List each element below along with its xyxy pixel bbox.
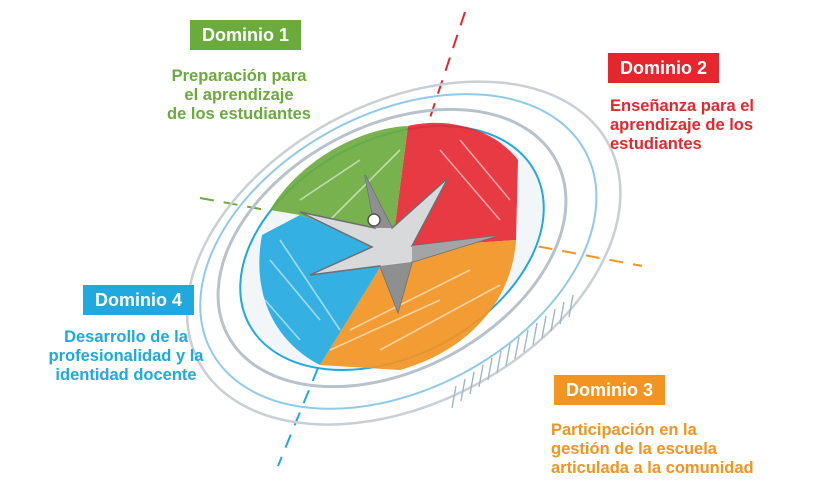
hatch-stroke-6 (379, 284, 501, 351)
compass-star-shade-north (365, 175, 392, 228)
rim-tick-3 (469, 371, 475, 395)
rim-tick-7 (505, 343, 511, 367)
rim-tick-6 (496, 350, 502, 374)
domain-3-badge: Dominio 3 (554, 375, 666, 405)
middle-ring (216, 107, 568, 389)
blue-dashed-axis (277, 367, 319, 467)
domain-3-line-3: articulada a la comunidad (551, 459, 754, 477)
hatch-stroke-1 (299, 159, 361, 201)
domain-1-description: Preparación para el aprendizaje de los e… (132, 67, 346, 124)
rim-tick-13 (559, 301, 565, 325)
domain-3-line-1: Participación en la (551, 421, 697, 439)
domain-4-line-2: profesionalidad y la (48, 347, 204, 365)
domain-4-badge: Dominio 4 (83, 285, 195, 315)
hatch-stroke-10 (264, 299, 301, 341)
hatch-stroke-4 (459, 139, 511, 201)
rim-tick-11 (541, 315, 547, 339)
domain-2-line-2: aprendizaje de los (610, 116, 754, 134)
rim-tick-9 (523, 329, 529, 353)
domain-4-line-1: Desarrollo de la (64, 328, 188, 346)
domain-2-badge: Dominio 2 (608, 53, 720, 83)
domain-4-description: Desarrollo de la profesionalidad y la id… (8, 328, 244, 385)
hatch-stroke-3 (439, 149, 501, 221)
domain-1-line-3: de los estudiantes (167, 105, 311, 123)
domain-2-line-3: estudiantes (610, 135, 702, 153)
rim-tick-4 (478, 364, 484, 388)
hatch-stroke-7 (329, 299, 441, 351)
sector-orange (320, 240, 516, 370)
rim-tick-5 (487, 357, 493, 381)
hatch-stroke-5 (349, 269, 471, 331)
domain-1-badge: Dominio 1 (190, 20, 302, 50)
green-dashed-axis (199, 197, 267, 211)
domain-2-description: Enseñanza para el aprendizaje de los est… (610, 97, 810, 154)
domain-1-line-1: Preparación para (171, 67, 307, 85)
rim-tick-1 (451, 385, 457, 409)
rim-tick-2 (460, 378, 466, 402)
rim-tick-14 (568, 294, 574, 318)
blue-ring (199, 93, 598, 410)
domain-1-line-2: el aprendizaje (184, 86, 294, 104)
compass-star-shade-east (412, 236, 496, 262)
hatch-stroke-9 (279, 239, 341, 331)
domain-4-line-3: identidad docente (55, 366, 197, 384)
domain-3-line-2: gestión de la escuela (551, 440, 717, 458)
orange-dashed-axis (514, 241, 643, 267)
domain-2-line-1: Enseñanza para el (610, 97, 754, 115)
compass-star-shade-south (380, 262, 412, 312)
hatch-stroke-2 (329, 149, 401, 221)
compass-center-dot (367, 213, 381, 227)
rim-tick-12 (550, 308, 556, 332)
rim-tick-8 (514, 336, 520, 360)
rim-tick-10 (532, 322, 538, 346)
domain-3-description: Participación en la gestión de la escuel… (551, 421, 821, 478)
outer-ring (185, 80, 622, 426)
hatch-stroke-8 (269, 259, 321, 321)
